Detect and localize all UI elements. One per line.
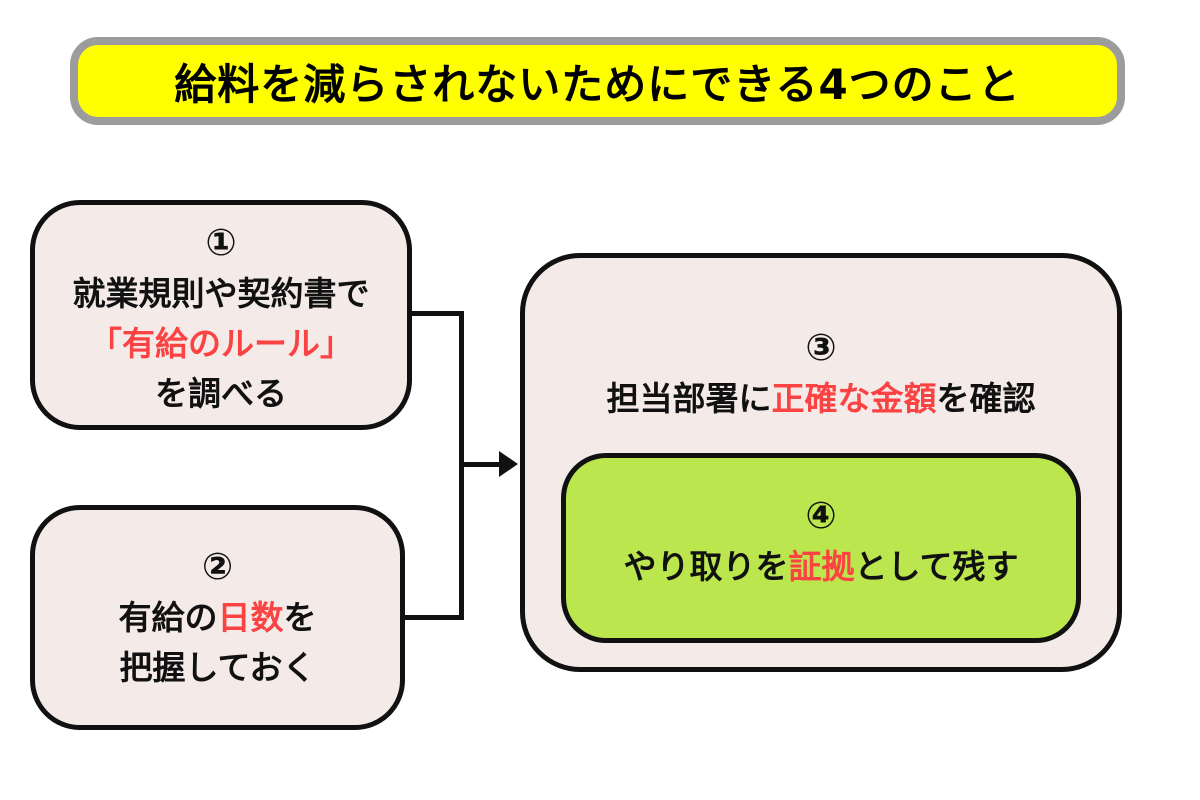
step3-number: ③ <box>805 326 837 369</box>
step4-line-pre: やり取りを <box>623 547 789 586</box>
step1-line1: 就業規則や契約書で <box>72 274 370 313</box>
connector-step2-horizontal <box>402 615 463 620</box>
step4-card: ④ やり取りを証拠として残す <box>561 453 1081 643</box>
step3-line-pre: 担当部署に <box>606 379 772 418</box>
step4-line: やり取りを証拠として残す <box>566 542 1076 592</box>
step1-line2-highlight: 「有給のルール」 <box>89 324 353 363</box>
step3-line-post: を確認 <box>936 379 1036 418</box>
step4-number: ④ <box>805 494 837 537</box>
step2-number: ② <box>201 545 234 588</box>
step2-line2: 把握しておく <box>119 648 316 687</box>
step1-number: ① <box>205 221 237 264</box>
step2-line1-pre: 有給の <box>118 598 218 637</box>
step2-line1: 有給の日数を <box>35 593 400 643</box>
page-title: 給料を減らされないためにできる4つのこと <box>174 59 1021 109</box>
step1-card: ① 就業規則や契約書で 「有給のルール」 を調べる <box>30 200 412 430</box>
step4-line-highlight: 証拠 <box>788 547 855 586</box>
title-banner: 給料を減らされないためにできる4つのこと <box>70 37 1125 125</box>
step3-card: ③ 担当部署に正確な金額を確認 ④ やり取りを証拠として残す <box>520 253 1122 672</box>
step3-line: 担当部署に正確な金額を確認 <box>525 374 1117 424</box>
connector-step1-horizontal <box>408 311 463 316</box>
arrow-right-icon <box>499 451 518 477</box>
step2-line1-highlight: 日数 <box>217 598 284 637</box>
step4-line-post: として残す <box>854 547 1019 586</box>
connector-arrow-shaft <box>459 462 501 467</box>
step1-line3: を調べる <box>155 374 287 413</box>
step3-line-highlight: 正確な金額 <box>771 379 937 418</box>
step2-line1-post: を <box>283 598 317 637</box>
step2-card: ② 有給の日数を 把握しておく <box>30 505 405 730</box>
